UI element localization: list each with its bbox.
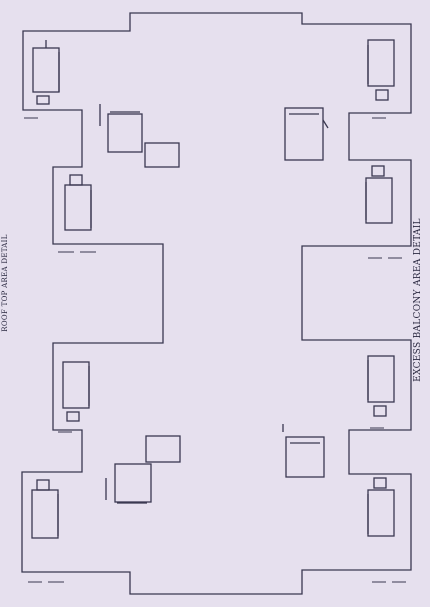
unit-right-2: [365, 165, 393, 224]
unit-left-2: [64, 174, 92, 231]
balcony-detail-top-right: [284, 107, 329, 161]
unit-left-1: [32, 40, 60, 105]
dimension-ticks: [24, 117, 406, 583]
roof-top-area-title: ROOF TOP AREA DETAIL: [1, 234, 9, 332]
unit-left-3: [62, 361, 90, 422]
unit-right-4: [367, 477, 395, 537]
balcony-detail-top-left: [99, 104, 180, 168]
unit-right-1: [367, 39, 395, 101]
building-outline: [21, 12, 412, 595]
unit-right-3: [367, 355, 395, 417]
unit-left-4: [31, 479, 59, 539]
balcony-detail-bottom-right: [282, 424, 325, 478]
excess-balcony-area-title: EXCESS BALCONY AREA DETAIL: [413, 218, 423, 382]
balcony-detail-bottom-left: [105, 435, 181, 504]
